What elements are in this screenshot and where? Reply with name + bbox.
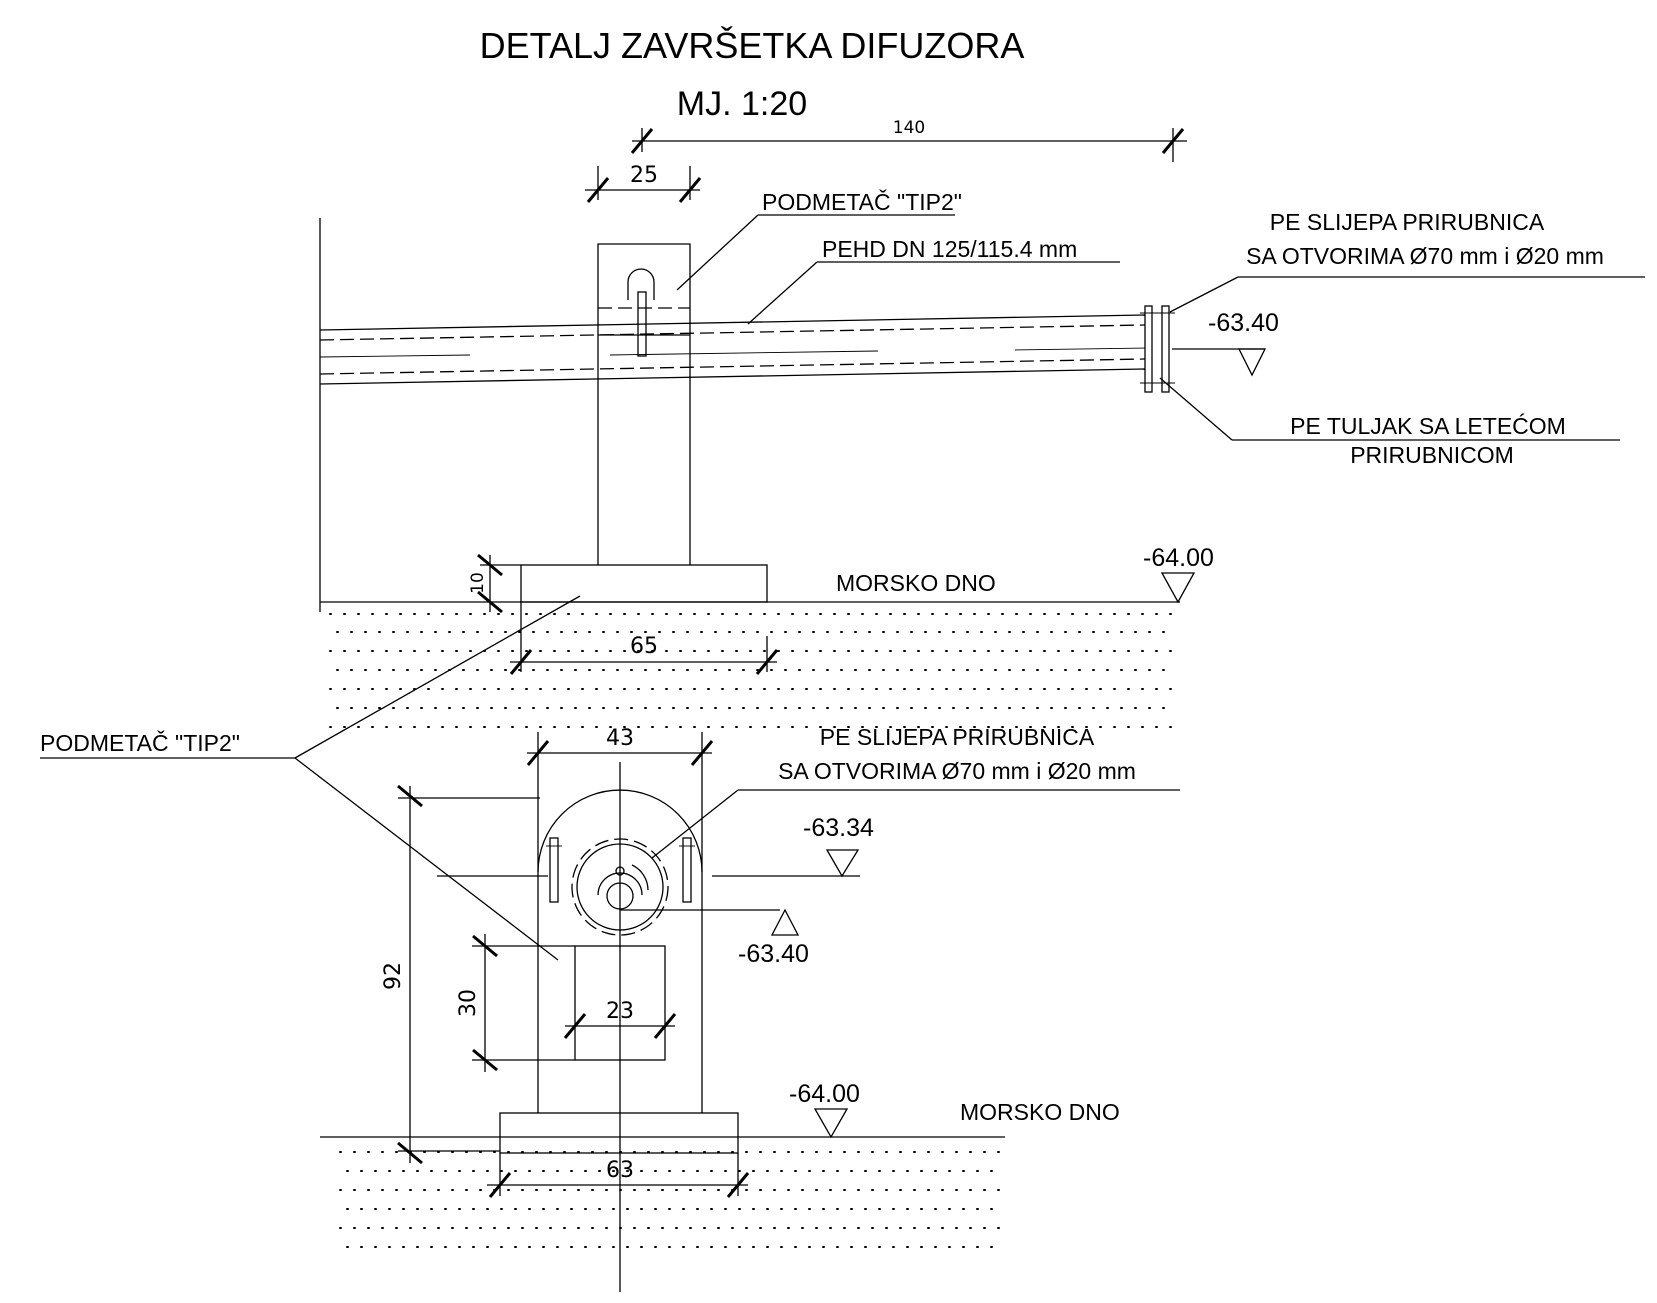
front-blind-flange	[576, 843, 664, 931]
side-dim-65: 65	[630, 634, 658, 659]
side-dim-25: 25	[630, 163, 658, 188]
front-right-bolt	[682, 837, 692, 903]
side-seabed-level: -64.00	[1143, 544, 1214, 572]
side-view: -63.40 -64.00 MORSKO DNO 140 25 10 65	[319, 118, 1645, 728]
front-seabed-level: -64.00	[789, 1080, 860, 1108]
front-seabed-hatch	[339, 1151, 1001, 1248]
side-flange-label-2: SA OTVORIMA Ø70 mm i Ø20 mm	[1246, 243, 1604, 269]
side-pipe-label: PEHD DN 125/115.4 mm	[822, 236, 1077, 262]
side-dim-140: 140	[893, 118, 925, 138]
side-support-post	[597, 243, 691, 565]
front-seabed-label: MORSKO DNO	[960, 1099, 1120, 1125]
side-stub-label-2: PRIRUBNICOM	[1350, 442, 1514, 468]
front-spacer-label: PODMETAČ "TIP2"	[40, 729, 240, 756]
front-view: -63.34 -63.40 -64.00 MORSKO DNO 43 92 30	[320, 724, 1180, 1292]
front-flange-label-1: PE SLIJEPA PRIRUBNICA	[820, 724, 1095, 750]
side-seabed-level-marker	[1160, 572, 1196, 604]
drawing-title: DETALJ ZAVRŠETKA DIFUZORA	[480, 25, 1025, 66]
front-flange-label-2: SA OTVORIMA Ø70 mm i Ø20 mm	[778, 758, 1136, 784]
front-seabed-level-marker	[813, 1108, 849, 1139]
front-axis-level-marker	[825, 849, 860, 878]
side-spacer-label: PODMETAČ "TIP2"	[762, 188, 962, 215]
side-blind-flange	[1161, 305, 1170, 393]
front-dim-23: 23	[606, 999, 634, 1024]
front-left-bolt	[549, 837, 559, 903]
side-flange-stub	[1144, 305, 1153, 393]
front-hole-level: -63.40	[738, 940, 809, 968]
front-dim-92: 92	[381, 962, 406, 990]
front-dim-63: 63	[606, 1158, 634, 1183]
side-seabed-hatch	[329, 613, 1176, 728]
side-bolt-cap	[627, 268, 655, 300]
front-hole-level-marker	[770, 908, 800, 936]
side-stub-label-1: PE TULJAK SA LETEĆOM	[1290, 413, 1566, 439]
front-hole-70	[606, 882, 634, 910]
front-opening	[574, 945, 666, 1061]
front-dim-43: 43	[606, 726, 634, 751]
side-pipe-level-marker	[1237, 348, 1267, 377]
front-spacer-leader: PODMETAČ "TIP2"	[40, 595, 581, 961]
front-base-plate	[499, 1112, 739, 1154]
side-dim-10: 10	[468, 572, 488, 594]
side-flange-label-1: PE SLIJEPA PRIRUBNICA	[1270, 209, 1545, 235]
side-base-plate	[520, 564, 768, 603]
front-hole-20	[615, 866, 625, 876]
front-dim-30: 30	[456, 989, 481, 1017]
side-seabed-label: MORSKO DNO	[836, 570, 996, 596]
side-pipe	[319, 314, 1146, 385]
side-pipe-level: -63.40	[1208, 309, 1279, 337]
front-axis-level: -63.34	[803, 814, 874, 842]
drawing-scale: MJ. 1:20	[677, 85, 807, 123]
